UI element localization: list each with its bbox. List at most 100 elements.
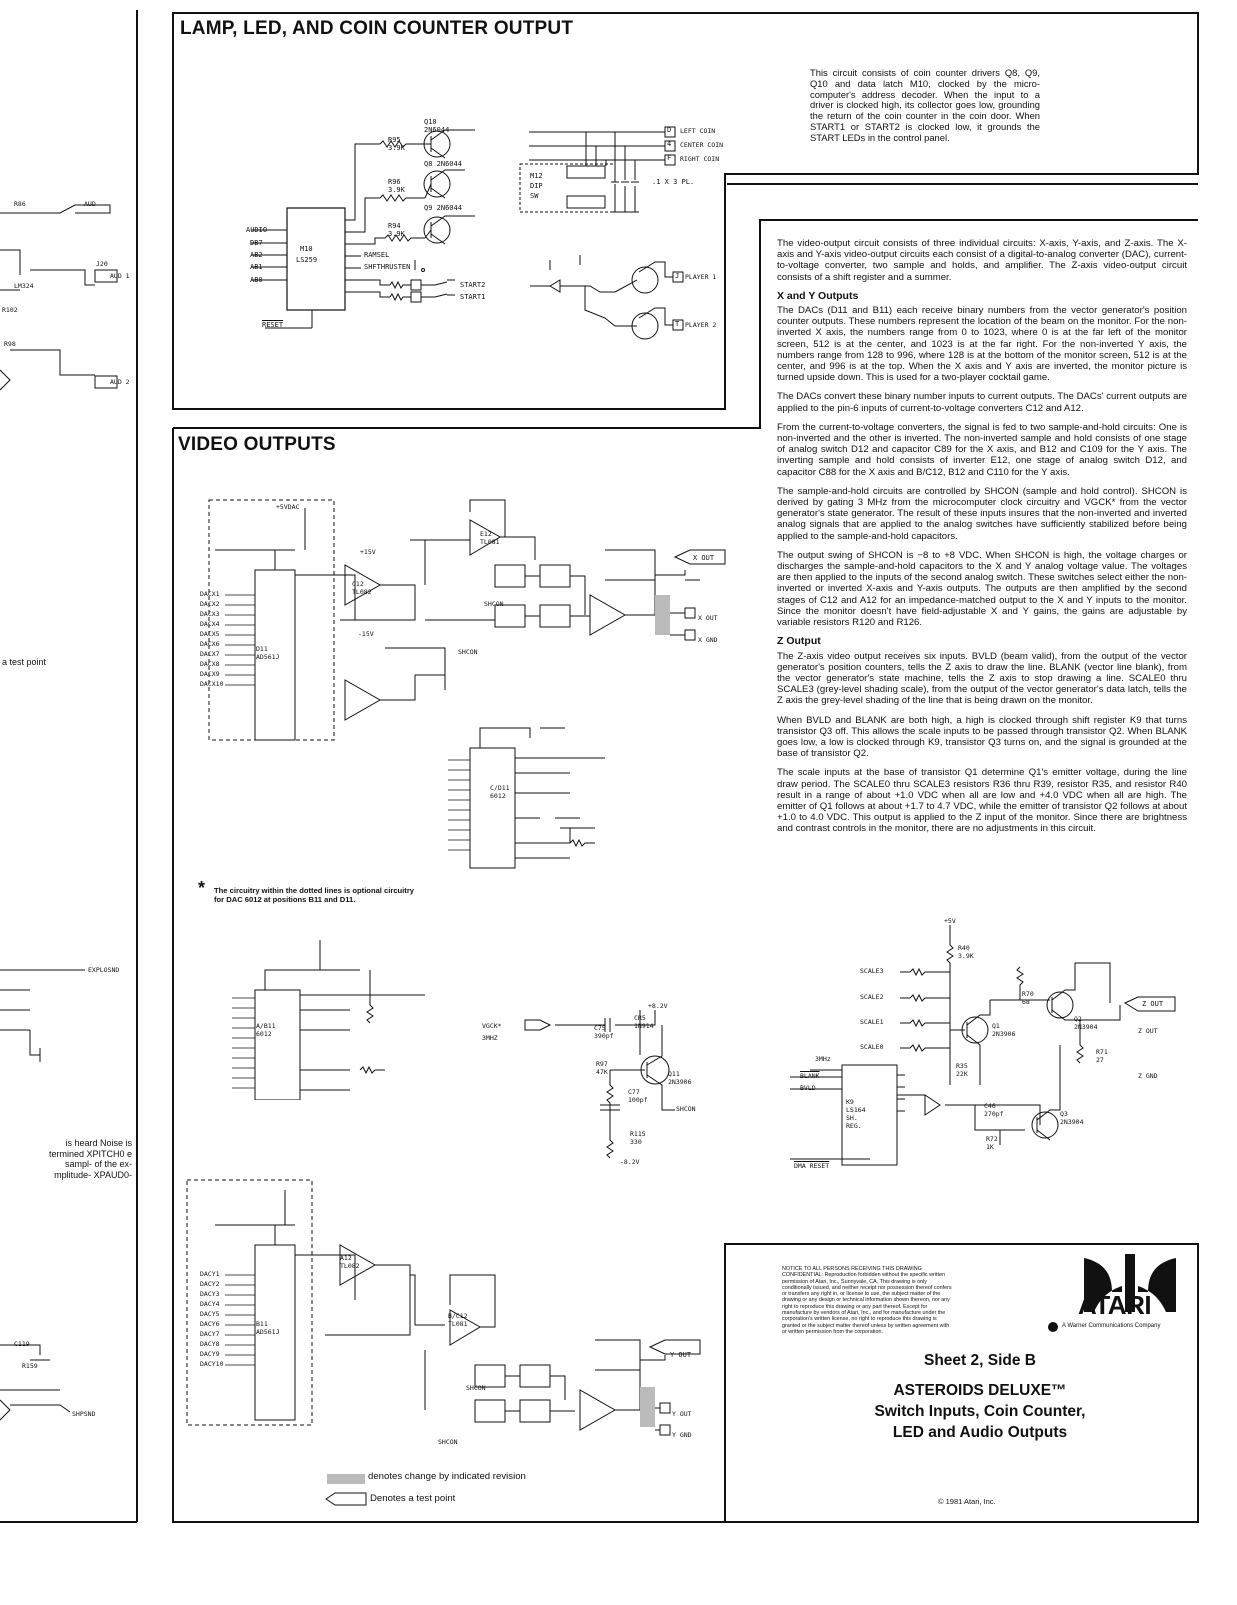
lamp-label-start1: START1 [460,293,486,301]
connector-left-coin: LEFT COIN [680,127,716,135]
lamp-label-r95: R95 3.9K [388,136,405,152]
lamp-label-q9: Q9 2N6044 [424,204,462,212]
connector-pin-4: 4 [667,140,672,148]
video-intro: The video-output circuit consists of thr… [777,238,1187,283]
label-e12: E12 TL081 [480,530,500,546]
label-dma-reset: DMA RESET [794,1162,830,1170]
lamp-label-start2: START2 [460,281,486,289]
copyright: © 1981 Atari, Inc. [938,1497,996,1506]
test-point-z-out[interactable]: Z OUT [1142,1000,1164,1008]
label-shcon-x2: SHCON [458,648,478,656]
left-fragment-schematic [0,10,138,1523]
label-shcon-x1: SHCON [484,600,504,608]
test-point-aud: AUD [84,200,96,208]
dac-note-star: * [198,878,206,898]
shcon-schematic [524,1010,675,1159]
label-x-out: X OUT [698,614,718,622]
label-r72: R72 1K [986,1135,998,1151]
label-3mhz-z: 3MHz [815,1055,831,1063]
label-y-gnd: Y GND [672,1431,692,1439]
x-axis-schematic [208,499,726,741]
label-dacy5: DACY5 [200,1310,220,1318]
connector-pin-j: J [675,272,680,280]
lamp-label-dip: DIP [530,182,543,190]
label-dacy7: DACY7 [200,1330,220,1338]
label-dacy2: DACY2 [200,1280,220,1288]
label-cr5: CR5 1N914 [634,1014,654,1030]
legend-test-point: Denotes a test point [370,1493,456,1504]
xy-paragraph-2: The DACs convert these binary number inp… [777,391,1187,414]
lamp-label-r94: R94 3.9K [388,222,405,238]
lamp-label-audio: AUDIO [246,226,268,234]
lamp-description: This circuit consists of coin counter dr… [810,67,1040,143]
label-blank: BLANK [800,1072,820,1080]
lamp-label-q10: Q10 2N6044 [424,118,450,134]
label-d11: D11 AD561J [256,645,280,661]
xy-paragraph-4: The sample-and-hold circuits are control… [777,485,1187,542]
lamp-label-q8: Q8 2N6044 [424,160,462,168]
label-j20-a: J20 [96,260,108,268]
z-paragraph-2: When BVLD and BLANK are both high, a hig… [777,714,1187,760]
dac-optional-note: The circuitry within the dotted lines is… [214,886,414,904]
label-c77: C77 100pf [628,1088,648,1104]
label-b11: B11 AD561J [256,1320,280,1336]
label-supply-5vdac: +5VDAC [276,503,300,511]
label-dacy8: DACY8 [200,1340,220,1348]
label-bvld: BVLD [800,1084,816,1092]
test-point-y-out[interactable]: Y OUT [670,1351,692,1359]
label-r98: R98 [4,340,16,348]
label-r86: R86 [14,200,26,208]
label-dacx7: DACX7 [200,650,220,658]
label-c119: C119 [14,1340,30,1348]
label-dacx4: DACX4 [200,620,220,628]
left-sheet-fragment: R86 AUD J20 AUD 1 R102 LM324 R98 AUD 2 a… [0,0,140,1600]
label-test-point-fragment: a test point [2,657,47,667]
xy-paragraph-5: The output swing of SHCON is −8 to +8 VD… [777,549,1187,629]
connector-player2: PLAYER 2 [685,321,717,329]
label-c75: C75 390pf [594,1024,614,1040]
label-cd11: C/D11 6012 [490,784,510,800]
lamp-led-coin-panel [172,12,1199,174]
label-y-out: Y OUT [672,1410,692,1418]
test-point-symbol [325,1492,367,1506]
atari-wordmark: ATARI [1078,1290,1152,1320]
label-x-gnd: X GND [698,636,718,644]
revision-swatch [327,1474,365,1484]
label-scale0: SCALE0 [860,1043,884,1051]
label-scale1: SCALE1 [860,1018,884,1026]
label-dacx3: DACX3 [200,610,220,618]
label-aud2: AUD 2 [110,378,130,386]
lamp-label-ab1: AB1 [250,263,263,271]
test-point-x-out[interactable]: X OUT [693,554,715,562]
label-dacx10: DACX10 [200,680,224,688]
label-dacy4: DACY4 [200,1300,220,1308]
sheet-number: Sheet 2, Side B [924,1352,1036,1369]
label-dacx9: DACX9 [200,670,220,678]
z-heading: Z Output [777,635,821,648]
lamp-label-cap: .1 X 3 PL. [652,178,695,186]
game-title: ASTEROIDS DELUXE™ [893,1382,1067,1399]
dac-6012-ab11-schematic [232,940,425,1100]
connector-player1: PLAYER 1 [685,273,717,281]
label-dacy10: DACY10 [200,1360,224,1368]
label-aud1: AUD 1 [110,272,130,280]
y-axis-schematic [186,1179,701,1436]
label-shcon-y2: SHCON [438,1438,458,1446]
label-supply-neg15v: -15V [358,630,374,638]
label-dacx8: DACX8 [200,660,220,668]
xy-heading: X and Y Outputs [777,289,859,302]
label-a12: A12 TL082 [340,1254,360,1270]
label-dacy3: DACY3 [200,1290,220,1298]
label-ab11: A/B11 6012 [256,1022,276,1038]
atari-logo [1084,1254,1176,1312]
label-bc12: B/C12 TL081 [448,1312,468,1328]
left-fragment-text: is heard Noise is termined XPITCH0 e sam… [48,1138,132,1180]
label-shcon-y1: SHCON [466,1384,486,1392]
lamp-label-db7: DB7 [250,239,263,247]
lamp-schematic [251,126,684,340]
label-q2: Q2 2N3904 [1074,1015,1098,1031]
label-shcon-out: SHCON [676,1105,696,1113]
lamp-label-reset: RESET [262,321,284,329]
lamp-label-ls259: LS259 [296,256,318,264]
label-c46: C46 270pf [984,1102,1004,1118]
